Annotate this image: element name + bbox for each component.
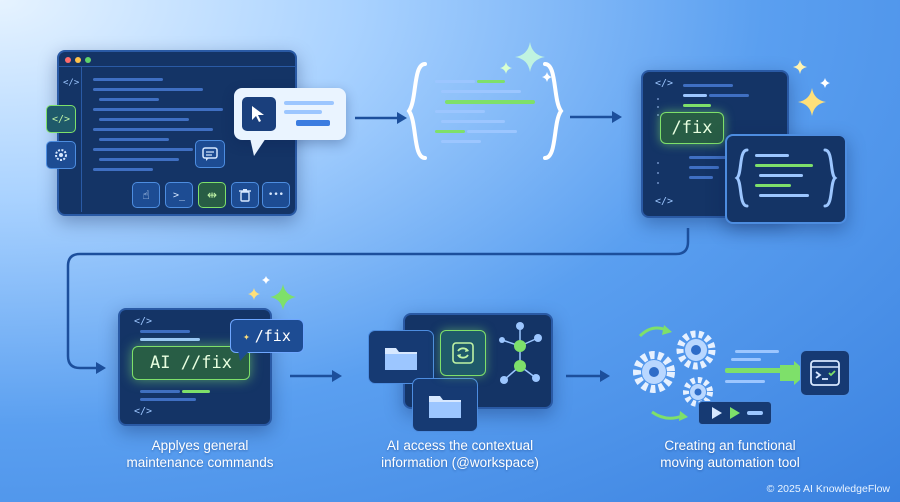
settings-sidebar-button[interactable]: [46, 141, 76, 169]
play-icon[interactable]: [711, 407, 723, 419]
code-sidebar-button[interactable]: </>: [46, 105, 76, 133]
pointer-tool-button[interactable]: ☝: [132, 182, 160, 208]
sparkle-icon: [270, 284, 296, 310]
sparkle-icon: [248, 288, 260, 300]
window-titlebar-line: [59, 66, 295, 67]
folder-icon: [385, 348, 417, 370]
code-braces-block: [405, 60, 565, 162]
maximize-dot[interactable]: [85, 57, 91, 63]
ai-code-tag-top: </>: [134, 316, 153, 327]
editor-sidebar: [59, 67, 82, 212]
trash-icon: [239, 189, 251, 202]
sparkle-icon: ✦: [243, 329, 250, 343]
chat-button[interactable]: [195, 140, 225, 168]
split-icon: ⇹: [206, 188, 218, 202]
code-tag-top: </>: [655, 78, 674, 89]
fix-bubble-tail: [238, 350, 250, 361]
terminal-icon: >_: [172, 189, 186, 201]
fix-chat-bubble[interactable]: ✦ /fix: [230, 319, 304, 353]
delete-tool-button[interactable]: [231, 182, 259, 208]
automation-progress: [725, 350, 785, 383]
prompt-icon-box: [242, 97, 276, 131]
step-2-caption: AI access the contextual information (@w…: [381, 438, 539, 470]
fix-chat-label: /fix: [254, 327, 291, 345]
folder-card-1[interactable]: [368, 330, 434, 384]
folder-card-2[interactable]: [412, 378, 478, 432]
step-3-caption: Creating an functional moving automation…: [660, 438, 800, 470]
copyright: © 2025 AI KnowledgeFlow: [766, 483, 890, 495]
terminal-window-button[interactable]: [800, 350, 850, 396]
network-icon: [499, 322, 542, 384]
row-connector: [66, 228, 690, 374]
result-right-brace: [823, 148, 838, 208]
sparkle-icon: [500, 62, 512, 74]
sparkle-icon: [515, 42, 545, 72]
sync-icon: [452, 342, 474, 364]
chat-icon: [202, 147, 218, 161]
more-tool-button[interactable]: •••: [262, 182, 290, 208]
sidebar-code-tag[interactable]: </>: [63, 78, 80, 88]
ai-fix-command-label: AI //fix: [150, 353, 232, 373]
minimize-dot[interactable]: [75, 57, 81, 63]
split-tool-button[interactable]: ⇹: [198, 182, 226, 208]
terminal-window-icon: [810, 360, 840, 386]
ai-code-tag-bottom: </>: [134, 406, 153, 417]
media-controls: [698, 401, 772, 425]
prompt-bubble: [234, 88, 346, 140]
cursor-icon: [252, 106, 264, 122]
gears-icon: [633, 325, 716, 421]
close-dot[interactable]: [65, 57, 71, 63]
fix-command-box[interactable]: /fix: [660, 112, 724, 144]
media-bar: [747, 411, 763, 415]
gear-icon: [55, 149, 67, 161]
flow-arrow-2: [570, 111, 622, 123]
right-brace: [543, 62, 564, 160]
sparkle-icon: [820, 78, 830, 88]
more-icon: •••: [268, 190, 284, 200]
sparkle-icon: [798, 88, 826, 116]
play-icon[interactable]: [729, 407, 741, 419]
terminal-tool-button[interactable]: >_: [165, 182, 193, 208]
fix-result-panel: [725, 134, 847, 224]
folder-icon: [429, 396, 461, 418]
step-1-caption: Applyes general maintenance commands: [126, 438, 274, 470]
ai-fix-command-box[interactable]: AI //fix: [132, 346, 250, 380]
flow-arrow-3: [290, 370, 342, 382]
flow-arrow-1: [355, 112, 407, 124]
sync-card[interactable]: [440, 330, 486, 376]
flow-arrow-4: [566, 370, 610, 382]
fix-command-label: /fix: [671, 118, 713, 138]
sparkle-icon: [793, 60, 807, 74]
left-brace: [406, 62, 427, 160]
result-left-brace: [734, 148, 749, 208]
sparkle-icon: [542, 72, 552, 82]
code-icon: </>: [51, 113, 71, 125]
bubble-tail: [250, 138, 266, 156]
sparkle-icon: [262, 276, 270, 284]
code-tag-bottom: </>: [655, 196, 674, 207]
hand-pointer-icon: ☝: [142, 188, 150, 202]
